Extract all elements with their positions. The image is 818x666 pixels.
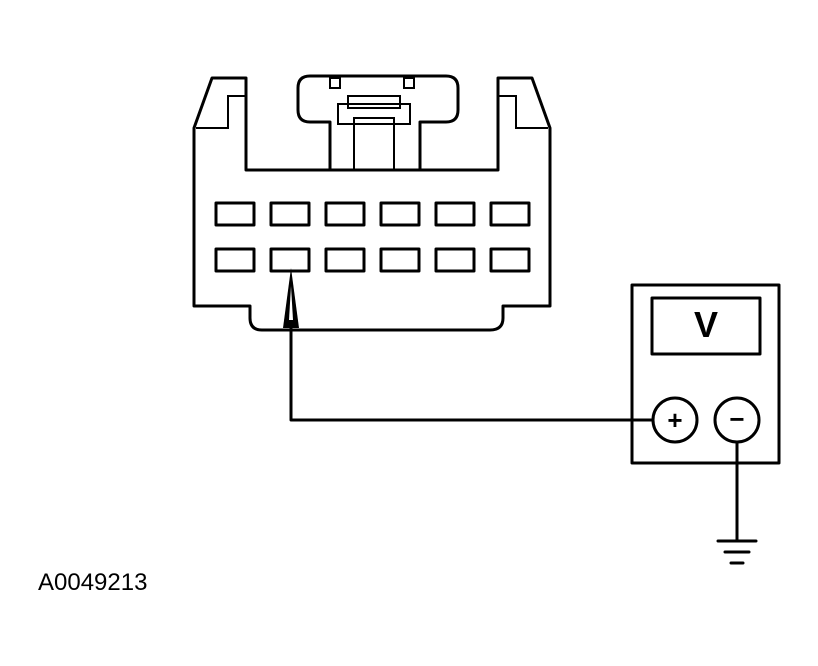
latch-lever [353,117,395,171]
voltmeter-display-symbol: V [694,304,718,345]
probe-icon [283,268,299,328]
top-latch [296,74,460,172]
terminal-cavity [214,247,256,273]
latch-tab-mid [347,95,401,109]
voltmeter: V + − [630,283,781,465]
right-latch-rail [498,95,548,129]
terminal-cavity [379,247,421,273]
terminal-cavity [214,201,256,227]
terminal-cavity [379,201,421,227]
terminal-cavities [214,201,531,273]
terminal-cavity [269,201,311,227]
terminal-cavity [269,247,311,273]
ground-icon [716,539,758,565]
negative-terminal-label: − [729,404,744,434]
terminal-cavity [324,201,366,227]
voltmeter-body [630,283,781,465]
terminal-cavity [489,247,531,273]
terminal-cavity [324,247,366,273]
connector [192,74,552,332]
positive-terminal-label: + [667,405,682,435]
voltmeter-display [650,296,762,356]
latch-tab-outer [337,103,411,125]
positive-lead-wire [289,326,654,422]
terminal-cavity [434,201,476,227]
left-latch-rail [196,95,246,129]
latch-notch-left [329,77,341,89]
probe-highlight [289,286,293,320]
positive-terminal [651,396,699,444]
connector-housing [192,76,552,332]
latch-notch-right [403,77,415,89]
figure-id: A0049213 [38,569,147,596]
terminal-cavity [434,247,476,273]
terminal-cavity [489,201,531,227]
